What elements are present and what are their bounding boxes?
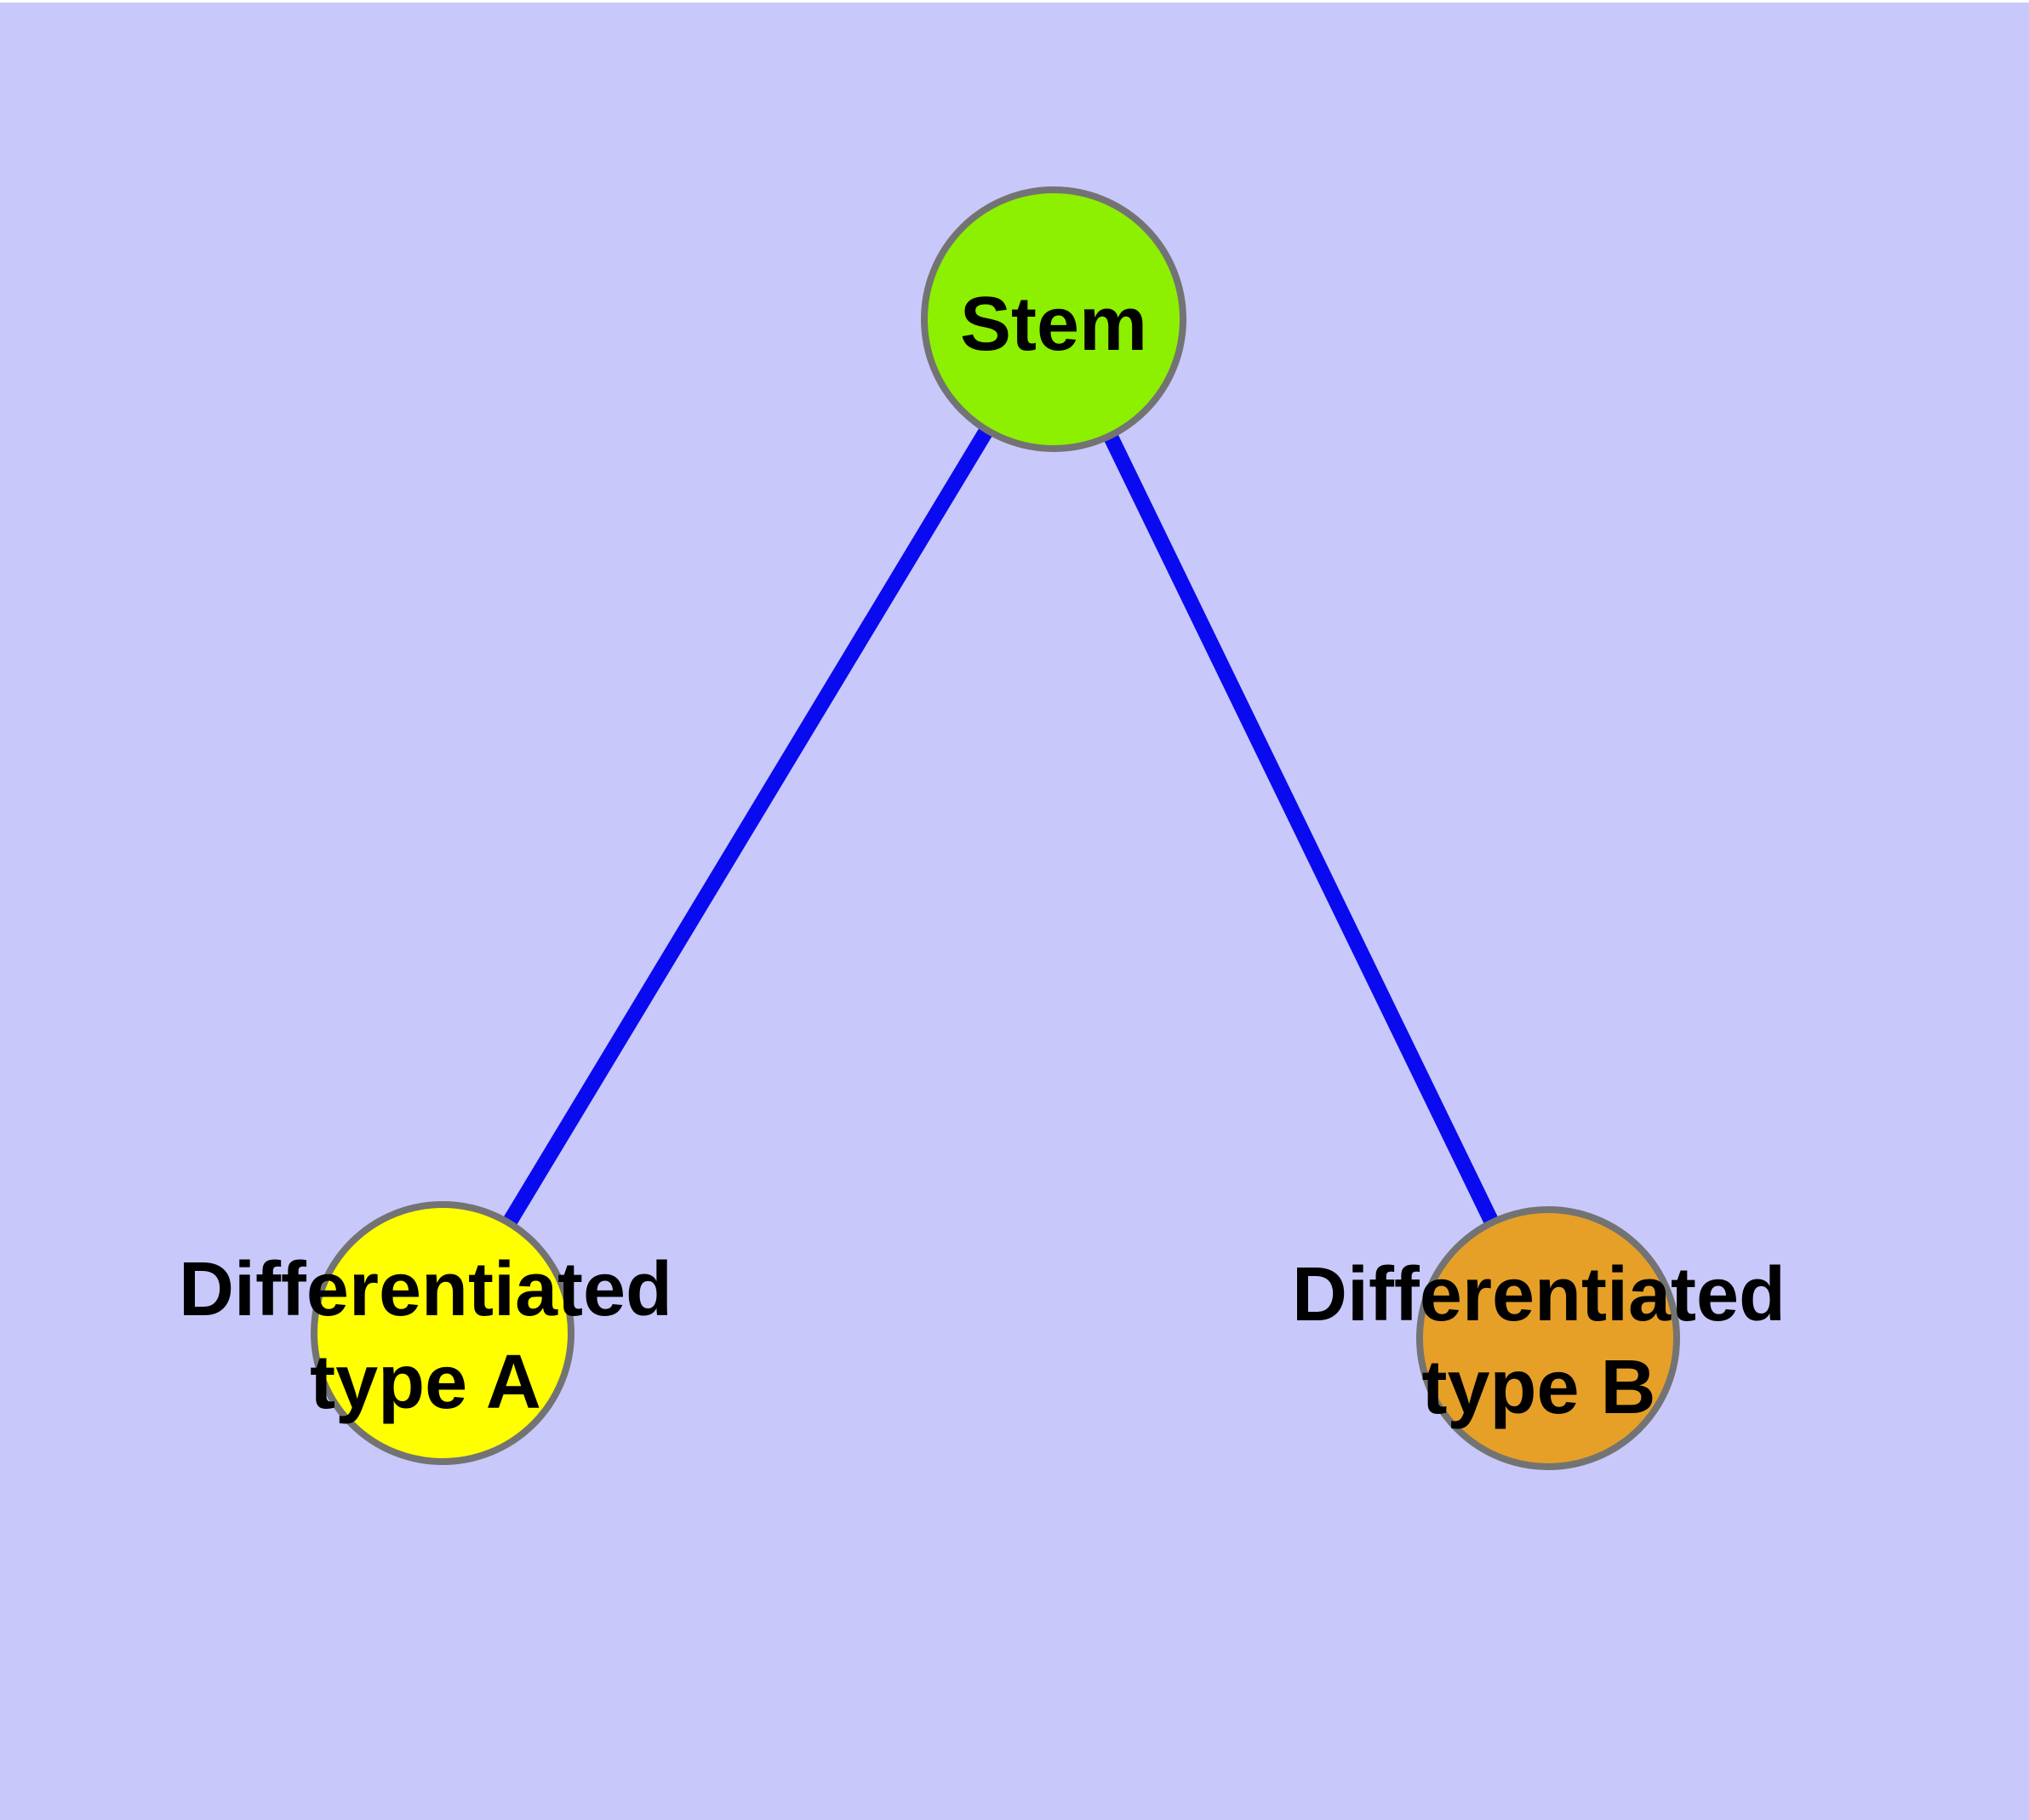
edge-stem-to-type-b (1046, 316, 1556, 1342)
node-stem (921, 186, 1186, 452)
label-layer: Stem Differentiated type A Differentiate… (179, 282, 1786, 1430)
edge-layer (436, 315, 1556, 1342)
node-type-a-label-line2: type A (310, 1340, 541, 1425)
node-stem-label: Stem (960, 282, 1147, 367)
node-layer (311, 186, 1680, 1470)
top-border-strip (0, 0, 2029, 3)
node-type-b-label-line1: Differentiated (1292, 1252, 1786, 1337)
edge-stem-to-type-a (436, 315, 1060, 1337)
node-type-b-label-line2: type B (1421, 1345, 1655, 1430)
node-type-b (1416, 1206, 1680, 1470)
node-type-a-label-line1: Differentiated (179, 1247, 672, 1332)
node-type-a (311, 1201, 574, 1465)
